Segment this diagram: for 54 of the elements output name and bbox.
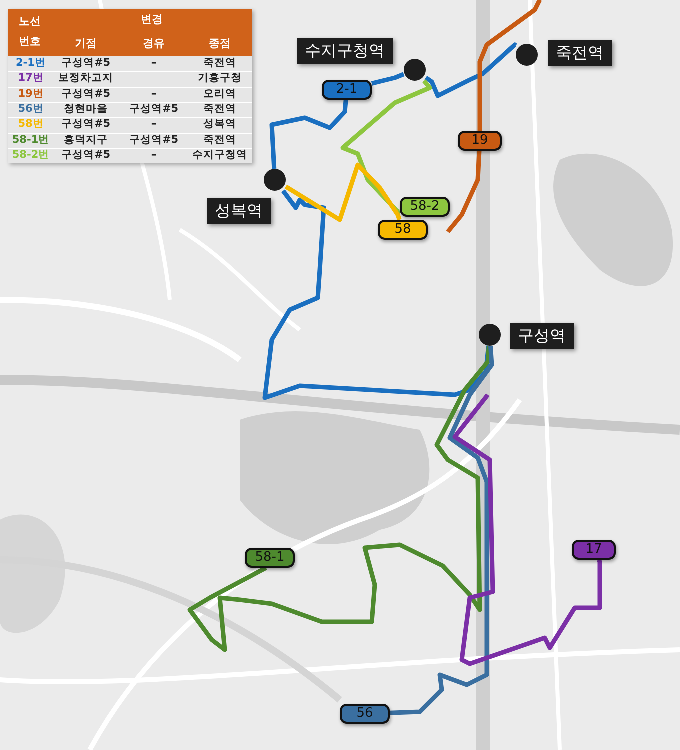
bus-route-line <box>270 100 348 170</box>
table-cell-text: 58-1번 <box>11 132 51 148</box>
bus-route-line <box>452 394 602 666</box>
route-number-badge: 56 <box>340 704 390 724</box>
table-cell-text: – <box>150 56 158 71</box>
table-cell-text: 구성역#5 <box>60 117 112 132</box>
table-header-cell: 경유 <box>120 31 188 56</box>
table-cell-text: – <box>150 148 158 163</box>
table-cell-text: 흥덕지구 <box>63 132 109 148</box>
table-cell-text: 구성역#5 <box>128 102 180 117</box>
table-header-cell: 기점 <box>52 31 120 56</box>
route-number-badge: 2-1 <box>322 80 372 100</box>
table-header-cell: 변경 <box>52 9 252 31</box>
station-label: 수지구청역 <box>297 38 393 64</box>
bus-route-line <box>262 190 492 400</box>
station-label: 죽전역 <box>548 40 612 66</box>
table-cell-text: 성복역 <box>202 117 238 132</box>
table-cell-text: 수지구청역 <box>192 148 248 163</box>
route-number-badge: 17 <box>572 540 616 560</box>
bus-route-line <box>424 42 518 98</box>
table-cell-text: 구성역#5 <box>128 132 180 148</box>
table-cell-text: 19번 <box>17 86 45 102</box>
table-cell-text: 죽전역 <box>202 56 238 71</box>
bus-route-line <box>188 346 492 652</box>
table-cell-text: 죽전역 <box>202 102 238 117</box>
route-number-badge: 58-1 <box>245 548 295 568</box>
table-cell-text: 보정차고지 <box>58 71 114 86</box>
table-cell-text: 청현마을 <box>63 102 109 117</box>
bus-route-line <box>390 346 494 716</box>
table-header-cell: 노선 번호 <box>8 9 52 56</box>
route-number-badge: 58-2 <box>400 197 450 217</box>
table-cell-text: 56번 <box>17 102 45 117</box>
table-cell-text: 58번 <box>17 117 45 132</box>
table-cell-text: 2-1번 <box>15 56 47 71</box>
station-label: 성복역 <box>207 198 271 224</box>
table-cell-text: – <box>150 86 158 102</box>
table-cell-text: – <box>150 117 158 132</box>
table-cell-text: 기흥구청 <box>197 71 243 86</box>
station-label: 구성역 <box>510 323 574 349</box>
table-cell-text: 죽전역 <box>202 132 238 148</box>
table-cell-text: 58-2번 <box>11 148 51 163</box>
table-cell-text: 구성역#5 <box>60 86 112 102</box>
table-cell-text: 구성역#5 <box>60 148 112 163</box>
route-number-badge: 19 <box>458 131 502 151</box>
route-number-badge: 58 <box>378 220 428 240</box>
bus-route-line <box>284 162 402 222</box>
table-header-cell: 종점 <box>188 31 252 56</box>
bus-route-line <box>446 150 482 234</box>
table-cell-text: 오리역 <box>202 86 238 102</box>
table-cell-text: 17번 <box>17 71 45 86</box>
bus-route-line <box>340 80 432 214</box>
table-cell-text: 구성역#5 <box>60 56 112 71</box>
bus-route-line <box>371 72 405 86</box>
bus-route-line <box>478 0 542 131</box>
